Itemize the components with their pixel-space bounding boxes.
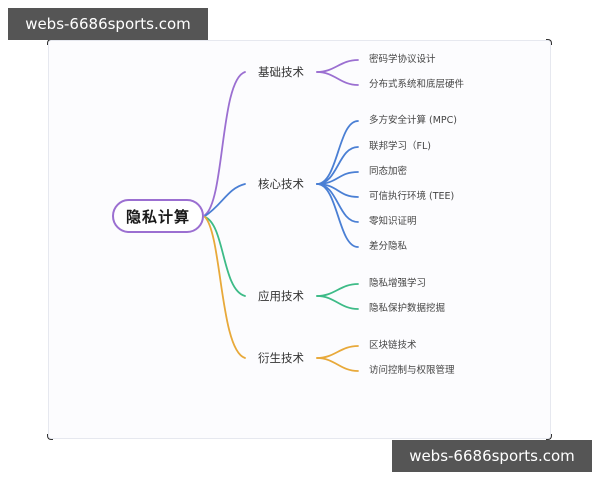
corner-mark [546,39,552,45]
leaf-node: 零知识证明 [369,216,417,227]
leaf-node: 可信执行环境 (TEE) [369,191,455,202]
leaf-node: 差分隐私 [369,241,408,252]
root-node: 隐私计算 [112,199,204,233]
mindmap-card [48,40,551,439]
watermark-bottom: webs-6686sports.com [392,440,592,472]
leaf-node: 区块链技术 [369,340,417,351]
leaf-node: 密码学协议设计 [369,54,436,65]
branch-application-tech: 应用技术 [258,289,304,303]
leaf-node: 隐私增强学习 [369,278,427,289]
leaf-node: 多方安全计算 (MPC) [369,115,457,126]
watermark-top: webs-6686sports.com [8,8,208,40]
leaf-node: 隐私保护数据挖掘 [369,303,446,314]
leaf-node: 联邦学习（FL) [369,141,431,152]
connector-derived [204,216,246,359]
connector-basic [204,71,246,216]
connector-application [204,216,246,297]
root-label: 隐私计算 [125,207,190,226]
branch-derived-tech: 衍生技术 [258,351,304,365]
branch-core-tech: 核心技术 [258,177,304,191]
leaf-node: 同态加密 [369,166,408,177]
connector-core [204,183,246,217]
corner-mark [546,434,552,440]
leaf-node: 访问控制与权限管理 [369,365,455,376]
leaf-node: 分布式系统和底层硬件 [369,79,465,90]
corner-mark [47,434,53,440]
branch-basic-tech: 基础技术 [258,65,304,79]
